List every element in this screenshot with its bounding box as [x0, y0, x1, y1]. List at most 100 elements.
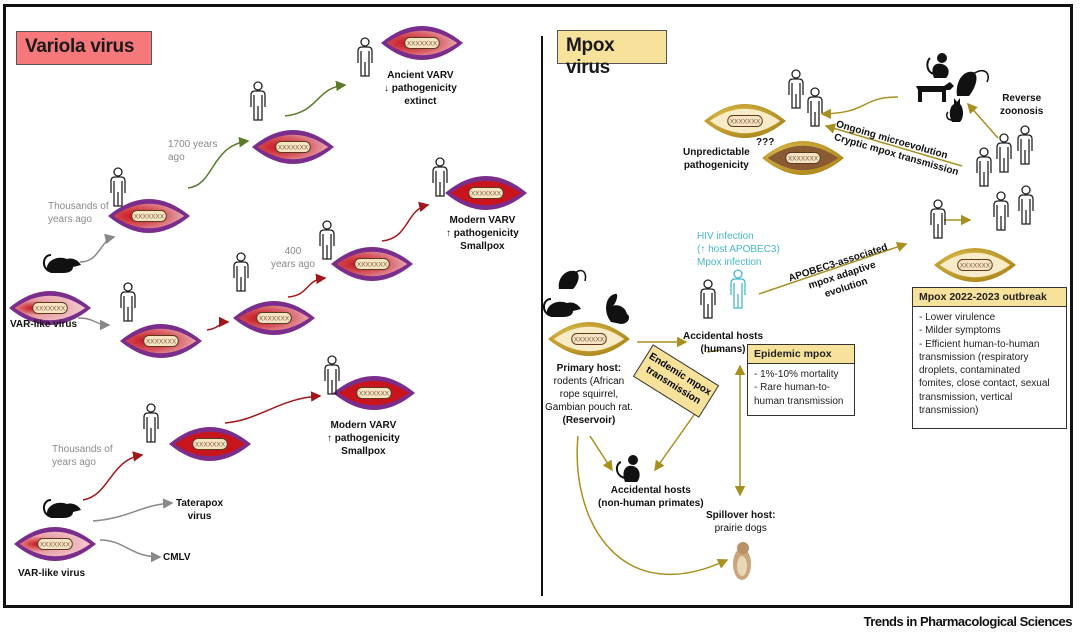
- squirrel-icon: [606, 293, 629, 324]
- particle-genome: [404, 37, 440, 49]
- outbreak-item: transmission (respiratory: [919, 351, 1029, 363]
- particle-genome: [37, 538, 73, 550]
- arrow-red-thousands-2: [82, 451, 144, 501]
- label-primary-host: Primary host: rodents (African rope squi…: [545, 363, 633, 426]
- outbreak-box: Mpox 2022-2023 outbreak - Lower virulenc…: [912, 287, 1067, 429]
- particle-genome: [143, 335, 179, 347]
- variola-title: Variola virus: [16, 31, 152, 65]
- particle-genome: [131, 210, 167, 222]
- particle-genome-text: XXXXXXX: [730, 119, 761, 126]
- arrow-gray-thousands-1: [79, 233, 116, 263]
- particle-genome-text: XXXXXXX: [574, 337, 605, 344]
- arrow-gray-cmlv: [99, 539, 162, 563]
- person-thousands-2: [143, 403, 159, 443]
- particle-genome: [256, 312, 292, 324]
- particle-genome-text: XXXXXXX: [195, 442, 226, 449]
- particle-genome: [957, 259, 993, 271]
- particle-mpox-unpredictable-2: XXXXXXX: [762, 141, 844, 175]
- particle-genome-text: XXXXXXX: [788, 156, 819, 163]
- particle-genome-text: XXXXXXX: [357, 262, 388, 269]
- particle-genome-text: XXXXXXX: [134, 214, 165, 221]
- outbreak-item: - Efficient human-to-human: [919, 338, 1040, 350]
- prairie-dog-icon: [733, 542, 751, 580]
- arrow-gold-humans-nhp: [654, 404, 702, 472]
- epidemic-item: - 1%-10% mortality: [754, 369, 839, 380]
- arrow-green-1700: [187, 136, 250, 189]
- particle-var-like-2: XXXXXXX: [14, 527, 96, 561]
- particle-genome: [356, 387, 392, 399]
- particle-mpox-unpredictable-1: XXXXXXX: [704, 104, 786, 138]
- arrow-gold-primary-nhp: [589, 435, 613, 472]
- arrow-red-modern-2: [224, 391, 322, 424]
- arrow-gold-apobec: [758, 241, 908, 295]
- mpox-title: Mpox virus: [557, 30, 667, 78]
- particle-mpox-outbreak: XXXXXXX: [934, 248, 1016, 282]
- person-ancient-varv: [357, 37, 373, 77]
- arrow-gray-varlike: [77, 317, 111, 331]
- particle-genome-text: XXXXXXX: [359, 391, 390, 398]
- arrow-red-400: [287, 273, 327, 298]
- person-hiv: [730, 269, 746, 309]
- monkey-icon-reverse: [926, 53, 949, 78]
- label-cmlv: CMLV: [163, 552, 191, 563]
- dog-icon: [916, 82, 954, 102]
- person-crowd-5: [1018, 185, 1034, 225]
- person-400: [319, 220, 335, 260]
- label-accidental-humans: Accidental hosts(humans): [683, 331, 764, 355]
- arrow-green-ancient: [284, 80, 347, 117]
- particle-varv-mid: XXXXXXX: [233, 301, 315, 335]
- arrow-gold-endemic-up: [706, 349, 721, 353]
- person-modern-1: [432, 157, 448, 197]
- epidemic-mpox-title: Epidemic mpox: [748, 345, 854, 364]
- person-mid: [233, 252, 249, 292]
- particle-ancient-varv: XXXXXXX: [381, 26, 463, 60]
- arrow-red-modern-1: [381, 201, 430, 242]
- outbreak-list: - Lower virulence- Milder symptoms- Effi…: [913, 307, 1066, 421]
- outbreak-item: - Lower virulence: [919, 312, 996, 323]
- person-unpredictable-1: [788, 69, 804, 109]
- person-crowd-2: [996, 133, 1012, 173]
- person-thousands: [110, 167, 126, 207]
- arrow-gold-from-animals: [820, 96, 899, 120]
- epidemic-item: - Rare human-to-: [754, 382, 831, 394]
- arrow-red-mid: [206, 316, 230, 331]
- journal-credit: Trends in Pharmacological Sciences: [863, 614, 1073, 629]
- particle-genome: [192, 438, 228, 450]
- label-spillover-host: Spillover host:prairie dogs: [706, 510, 776, 534]
- monkey-icon-nhp: [615, 455, 640, 482]
- particle-genome: [32, 302, 68, 314]
- particle-genome-text: XXXXXXX: [35, 306, 66, 313]
- particle-varv-1700: XXXXXXX: [252, 130, 334, 164]
- particle-genome-text: XXXXXXX: [146, 339, 177, 346]
- label-var-like-virus-1: VAR-like virus: [10, 319, 78, 330]
- arrow-gray-taterapox: [92, 498, 174, 522]
- particle-modern-varv-1: XXXXXXX: [445, 176, 527, 210]
- particle-genome: [571, 333, 607, 345]
- cat-icon: [946, 98, 963, 122]
- particle-genome-text: XXXXXXX: [259, 316, 290, 323]
- person-crowd-1: [976, 147, 992, 187]
- particle-modern-varv-2: XXXXXXX: [333, 376, 415, 410]
- pouch-rat-icon: [558, 269, 587, 289]
- label-accidental-nhp: Accidental hosts(non-human primates): [598, 485, 704, 509]
- epidemic-mpox-list: - 1%-10% mortality - Rare human-to-human …: [748, 364, 854, 412]
- particle-genome-text: XXXXXXX: [407, 41, 438, 48]
- label-hiv-infection: HIV infection(↑ host APOBEC3)Mpox infect…: [697, 231, 780, 268]
- person-modern-2: [324, 355, 340, 395]
- outbreak-item: transmission): [919, 405, 979, 417]
- outbreak-item: transmission, vertical: [919, 391, 1013, 403]
- epidemic-item: human transmission: [754, 395, 844, 407]
- rat-icon-reverse: [956, 70, 989, 96]
- outbreak-item: droplets, contaminated: [919, 365, 1021, 377]
- outbreak-title: Mpox 2022-2023 outbreak: [913, 288, 1066, 307]
